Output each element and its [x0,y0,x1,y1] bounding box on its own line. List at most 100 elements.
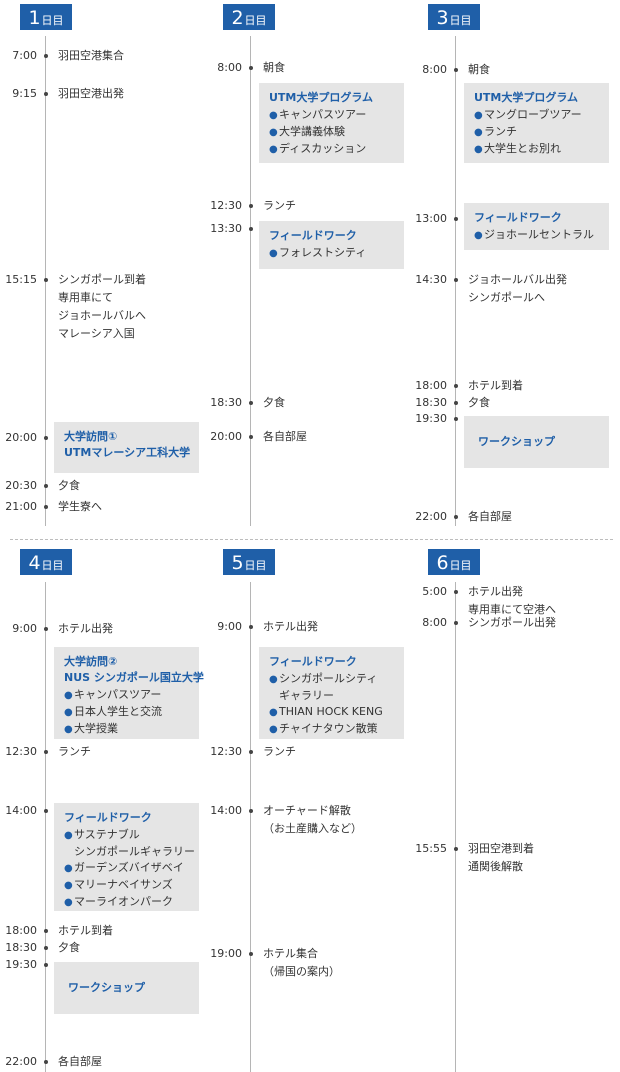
day-unit: 日目 [449,14,472,27]
event-text: ホテル到着 [58,924,113,937]
timeline-dot [44,1060,48,1064]
bullet-icon: ● [64,897,73,908]
bullet-icon: ● [64,724,73,735]
activity-item-text: ジョホールセントラル [484,228,594,241]
activity-item-text: 日本人学生と交流 [74,705,162,718]
activity-item: ●マリーナベイサンズ [64,877,189,894]
timeline-dot [454,515,458,519]
bullet-icon: ● [269,724,278,735]
activity-item: ●シンガポールシティ [269,671,394,688]
timeline-dot [454,417,458,421]
timeline-dot [44,946,48,950]
event-text: 各自部屋 [263,430,307,443]
time-label: 9:00 [12,622,37,635]
activity-item-text: キャンパスツアー [279,108,367,121]
event-text: シンガポール到着 [58,273,146,286]
activity-list: ●キャンパスツアー●大学講義体験●ディスカッション [269,107,394,158]
event-text: ホテル到着 [468,379,523,392]
event-text: ジョホールバルへ [58,309,146,322]
timeline-dot [249,401,253,405]
activity-item-text: THIAN HOCK KENG [279,705,383,718]
time-label: 18:00 [415,379,447,392]
timeline-dot [249,809,253,813]
time-label: 15:55 [415,842,447,855]
timeline-line [250,582,251,1072]
event-text: 専用車にて空港へ [468,603,556,616]
time-label: 13:00 [415,212,447,225]
timeline-dot [249,66,253,70]
time-label: 15:15 [5,273,37,286]
event-text: マレーシア入国 [58,327,135,340]
bullet-icon: ● [474,127,483,138]
timeline-dot [44,436,48,440]
activity-item: ●THIAN HOCK KENG [269,704,394,721]
day-unit: 日目 [244,559,267,572]
activity-title: NUS シンガポール国立大学 [64,671,204,684]
time-label: 14:00 [210,804,242,817]
day-number: 5 [231,552,244,574]
day-unit: 日目 [41,559,64,572]
timeline-dot [249,204,253,208]
activity-item: ●大学講義体験 [269,124,394,141]
timeline-dot [44,627,48,631]
time-label: 22:00 [415,510,447,523]
activity-title: UTM大学プログラム [269,91,374,104]
event-text: ホテル出発 [58,622,113,635]
activity-list: ●キャンパスツアー●日本人学生と交流●大学授業 [64,687,189,738]
time-label: 18:30 [415,396,447,409]
activity-item: ●ガーデンズバイザベイ [64,860,189,877]
activity-title: フィールドワーク [474,211,562,224]
activity-box: フィールドワーク●シンガポールシティギャラリー●THIAN HOCK KENG●… [259,647,404,739]
bullet-icon: ● [64,880,73,891]
timeline-dot [249,227,253,231]
timeline-dot [44,92,48,96]
activity-item: ●大学生とお別れ [474,141,599,158]
event-text: ホテル出発 [263,620,318,633]
event-text: ジョホールバル出発 [468,273,567,286]
activity-item-text: シンガポールギャラリー [74,845,195,858]
event-text: 通関後解散 [468,860,523,873]
bullet-icon: ● [64,690,73,701]
timeline-dot [454,384,458,388]
activity-item: ●サステナブル [64,827,189,844]
activity-item: ●日本人学生と交流 [64,704,189,721]
activity-box: フィールドワーク ●ジョホールセントラル [464,203,609,250]
activity-box: フィールドワーク●フォレストシティ [259,221,404,269]
activity-box: ワークショップ [54,962,199,1014]
row-separator [10,539,613,540]
activity-box: UTM大学プログラム●マングローブツアー●ランチ●大学生とお別れ [464,83,609,163]
timeline-dot [454,847,458,851]
activity-item-text: フォレストシティ [279,246,367,259]
event-text: 羽田空港到着 [468,842,534,855]
time-label: 14:00 [5,804,37,817]
activity-item-text: マングローブツアー [484,108,582,121]
event-text: ランチ [263,199,296,212]
activity-item: ●フォレストシティ [269,245,394,262]
bullet-icon: ● [269,110,278,121]
time-label: 8:00 [422,63,447,76]
bullet-icon: ● [269,248,278,259]
timeline-dot [44,809,48,813]
time-label: 13:30 [210,222,242,235]
event-text: ランチ [58,745,91,758]
time-label: 12:30 [210,745,242,758]
activity-item-text: サステナブル [74,828,140,841]
timeline-dot [44,278,48,282]
time-label: 19:30 [415,412,447,425]
activity-item-text: シンガポールシティ [279,672,378,685]
event-text: 夕食 [58,941,80,954]
bullet-icon: ● [269,674,278,685]
timeline-dot [44,505,48,509]
activity-item: ●大学授業 [64,721,189,738]
bullet-icon: ● [474,230,483,241]
day-number: 4 [28,552,41,574]
activity-title: UTMマレーシア工科大学 [64,446,191,459]
timeline-dot [249,625,253,629]
activity-item-text: ランチ [484,125,517,138]
event-text: 羽田空港出発 [58,87,124,100]
timeline-dot [454,278,458,282]
